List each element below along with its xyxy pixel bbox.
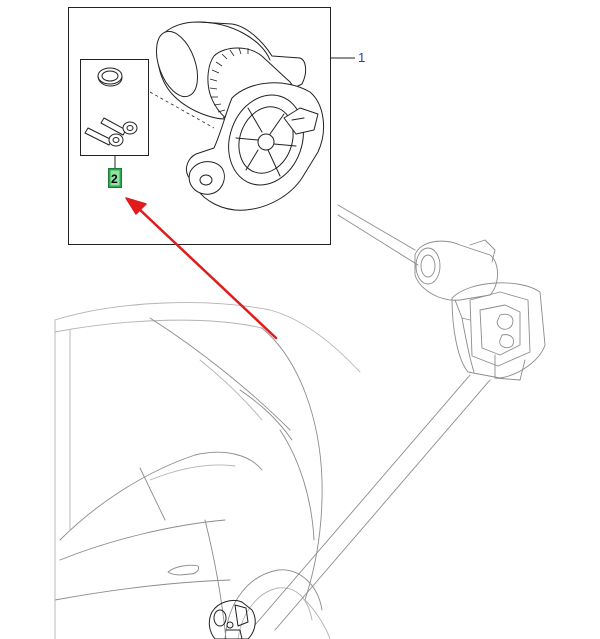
part-number-2-badge: 2 (108, 168, 122, 188)
part-number-1: 1 (358, 50, 365, 65)
brake-caliper-assembly (414, 239, 546, 381)
leader-lines (254, 204, 491, 631)
part-number-2: 2 (111, 172, 118, 186)
red-arrow-icon (125, 197, 278, 340)
wheel-caliper (208, 599, 256, 639)
seal-ring-icon (97, 67, 123, 87)
bolt-icon (84, 117, 138, 147)
brake-motor-icon (149, 21, 324, 211)
vehicle-outline (54, 302, 361, 639)
